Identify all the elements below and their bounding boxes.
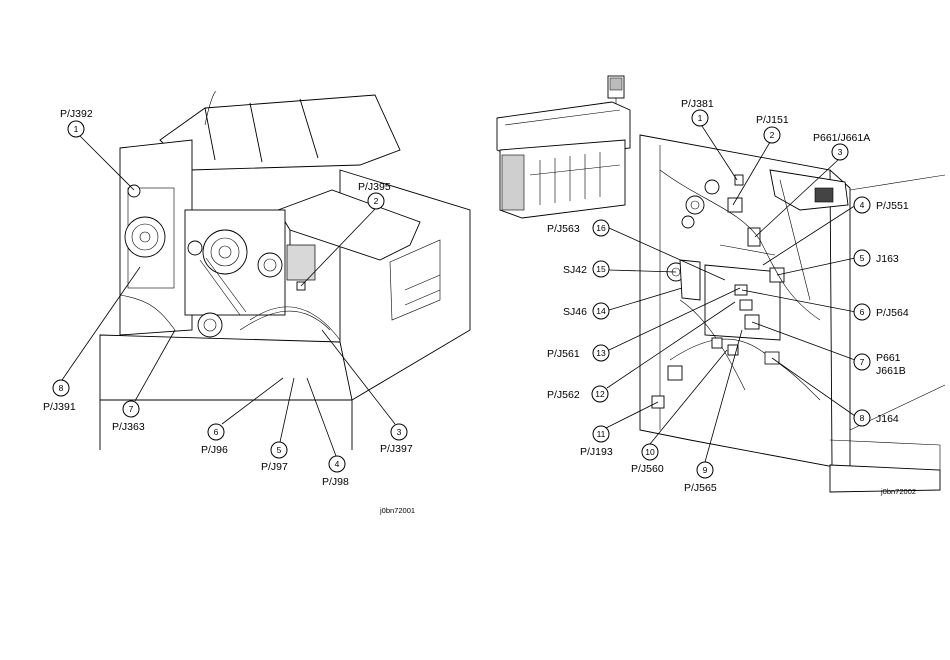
svg-text:P/J562: P/J562 [547, 389, 580, 401]
callout-right-15: SJ42 15 [563, 261, 609, 277]
svg-text:6: 6 [214, 427, 219, 437]
svg-text:P/J565: P/J565 [684, 482, 717, 494]
svg-text:7: 7 [129, 404, 134, 414]
callout-left-3: 3 P/J397 [380, 424, 413, 455]
callout-left-5: 5 P/J97 [261, 442, 288, 473]
svg-text:3: 3 [838, 147, 843, 157]
svg-text:P/J97: P/J97 [261, 461, 288, 473]
callout-right-3: P661/J661A 3 [813, 132, 870, 160]
svg-text:P/J151: P/J151 [756, 114, 789, 126]
inset-machine-thumbnail [497, 76, 630, 218]
left-machine-drawing [100, 92, 470, 450]
svg-text:7: 7 [860, 357, 865, 367]
callout-right-1: P/J381 1 [681, 98, 714, 126]
svg-text:3: 3 [397, 427, 402, 437]
svg-text:6: 6 [860, 307, 865, 317]
svg-text:P/J563: P/J563 [547, 223, 580, 235]
svg-text:P/J397: P/J397 [380, 443, 413, 455]
svg-text:SJ42: SJ42 [563, 264, 587, 276]
callout-right-12: P/J562 12 [547, 386, 608, 402]
svg-text:P661/J661A: P661/J661A [813, 132, 870, 144]
svg-text:P/J561: P/J561 [547, 348, 580, 360]
svg-text:5: 5 [277, 445, 282, 455]
callout-right-6: 6 P/J564 [854, 304, 909, 320]
svg-text:SJ46: SJ46 [563, 306, 587, 318]
svg-text:14: 14 [596, 306, 606, 316]
svg-text:P/J395: P/J395 [358, 181, 391, 193]
left-figure-id: j0bn72001 [379, 506, 415, 515]
callout-right-16: P/J563 16 [547, 220, 609, 236]
svg-text:9: 9 [703, 465, 708, 475]
svg-text:P661: P661 [876, 352, 901, 364]
callout-left-1: P/J392 1 [60, 108, 93, 137]
svg-text:P/J551: P/J551 [876, 200, 909, 212]
svg-text:8: 8 [59, 383, 64, 393]
callout-right-9: 9 P/J565 [684, 462, 717, 494]
svg-text:4: 4 [335, 459, 340, 469]
svg-text:2: 2 [374, 196, 379, 206]
callout-right-4: 4 P/J551 [854, 197, 909, 213]
svg-text:1: 1 [698, 113, 703, 123]
svg-text:10: 10 [645, 447, 655, 457]
svg-text:4: 4 [860, 200, 865, 210]
svg-text:5: 5 [860, 253, 865, 263]
svg-text:P/J564: P/J564 [876, 307, 909, 319]
callout-left-4: 4 P/J98 [322, 456, 349, 488]
callout-left-7: 7 P/J363 [112, 401, 145, 433]
svg-text:8: 8 [860, 413, 865, 423]
callout-right-2: P/J151 2 [756, 114, 789, 143]
svg-text:P/J392: P/J392 [60, 108, 93, 120]
svg-text:P/J391: P/J391 [43, 401, 76, 413]
callout-right-7: 7 P661 J661B [854, 352, 906, 377]
svg-text:P/J381: P/J381 [681, 98, 714, 110]
svg-text:16: 16 [596, 223, 606, 233]
svg-text:1: 1 [74, 124, 79, 134]
svg-text:P/J363: P/J363 [112, 421, 145, 433]
callout-right-11: 11 P/J193 [580, 426, 613, 458]
callout-right-8: 8 J164 [854, 410, 899, 426]
svg-text:J163: J163 [876, 253, 899, 265]
svg-text:13: 13 [596, 348, 606, 358]
svg-text:11: 11 [597, 429, 606, 439]
svg-text:15: 15 [596, 264, 606, 274]
svg-text:2: 2 [770, 130, 775, 140]
svg-text:J164: J164 [876, 413, 899, 425]
callout-left-8: 8 P/J391 [43, 380, 76, 413]
callout-right-14: SJ46 14 [563, 303, 609, 319]
callout-right-10: 10 P/J560 [631, 444, 664, 475]
callout-right-13: P/J561 13 [547, 345, 609, 361]
svg-text:12: 12 [595, 389, 605, 399]
right-figure-id: j0bn72002 [880, 487, 916, 496]
svg-text:P/J560: P/J560 [631, 463, 664, 475]
svg-text:P/J193: P/J193 [580, 446, 613, 458]
callout-right-5: 5 J163 [854, 250, 899, 266]
svg-text:P/J98: P/J98 [322, 476, 349, 488]
callout-left-6: 6 P/J96 [201, 424, 228, 456]
svg-text:J661B: J661B [876, 365, 906, 377]
svg-text:P/J96: P/J96 [201, 444, 228, 456]
